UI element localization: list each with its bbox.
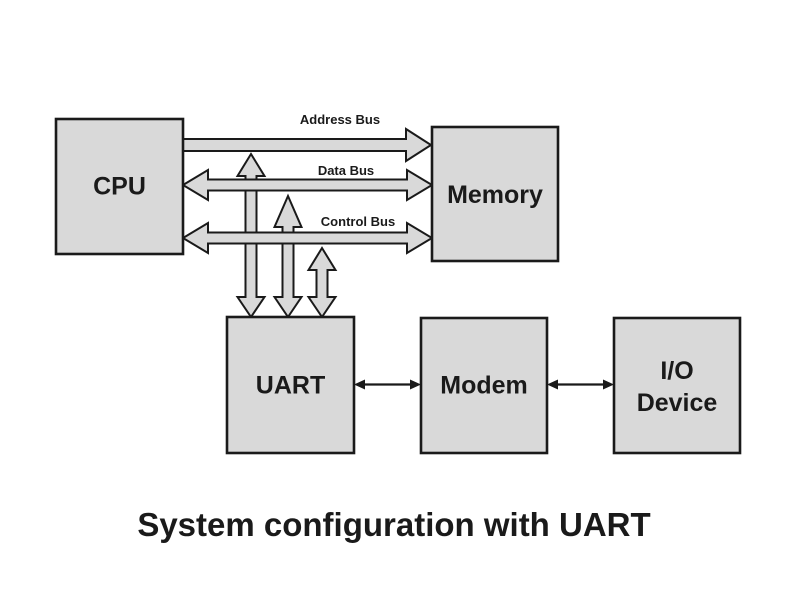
io-device-box — [612, 316, 742, 455]
memory-label: Memory — [447, 181, 543, 209]
memory-box — [430, 125, 560, 263]
uart-label: UART — [256, 372, 325, 400]
cpu-box — [54, 117, 185, 256]
arrow-right-head — [410, 379, 421, 390]
data-bus-label: Data Bus — [318, 163, 374, 178]
address-bus-label: Address Bus — [300, 112, 380, 127]
io-device-label-line2: Device — [637, 389, 718, 417]
arrow-left-head — [354, 379, 365, 390]
arrow-right-head — [603, 379, 614, 390]
control-bus-label: Control Bus — [321, 214, 395, 229]
address-bus-arrow — [182, 127, 433, 163]
modem-label: Modem — [440, 372, 528, 400]
cpu-label: CPU — [93, 173, 146, 201]
data-bus-uart-vertical-arrow — [272, 193, 304, 319]
modem-io-arrow — [547, 379, 614, 390]
arrow-left-head — [547, 379, 558, 390]
modem-box — [419, 316, 549, 455]
uart-modem-arrow — [354, 379, 421, 390]
diagram-title: System configuration with UART — [137, 506, 650, 543]
control-bus-uart-vertical-arrow — [306, 246, 338, 319]
io-device-label-line1: I/O — [660, 357, 693, 385]
data-bus-arrow — [181, 168, 434, 202]
uart-box — [225, 315, 356, 455]
